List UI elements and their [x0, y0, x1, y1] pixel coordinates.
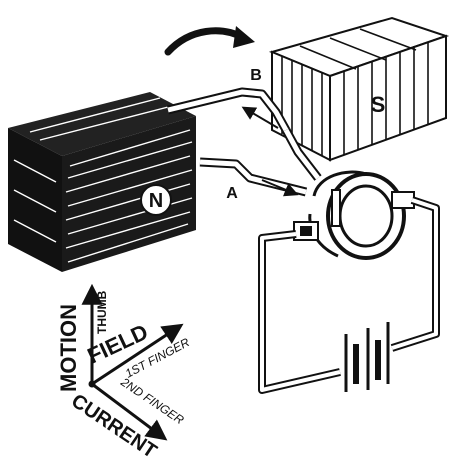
motion-label: MOTION	[56, 304, 81, 392]
origin-dot	[89, 381, 96, 388]
commutator	[310, 172, 404, 258]
rotation-arrow	[168, 26, 255, 52]
brush-left	[294, 222, 318, 240]
point-b-label: B	[250, 67, 262, 84]
north-magnet: N	[8, 92, 196, 272]
second-finger-label: 2ND FINGER	[117, 374, 186, 427]
south-magnet: S	[272, 18, 446, 160]
thumb-label: THUMB	[95, 290, 109, 334]
north-pole-label: N	[149, 190, 163, 212]
point-a-label: A	[226, 185, 238, 202]
south-pole-label: S	[371, 92, 386, 117]
battery	[346, 322, 388, 392]
brush-right	[392, 192, 414, 208]
